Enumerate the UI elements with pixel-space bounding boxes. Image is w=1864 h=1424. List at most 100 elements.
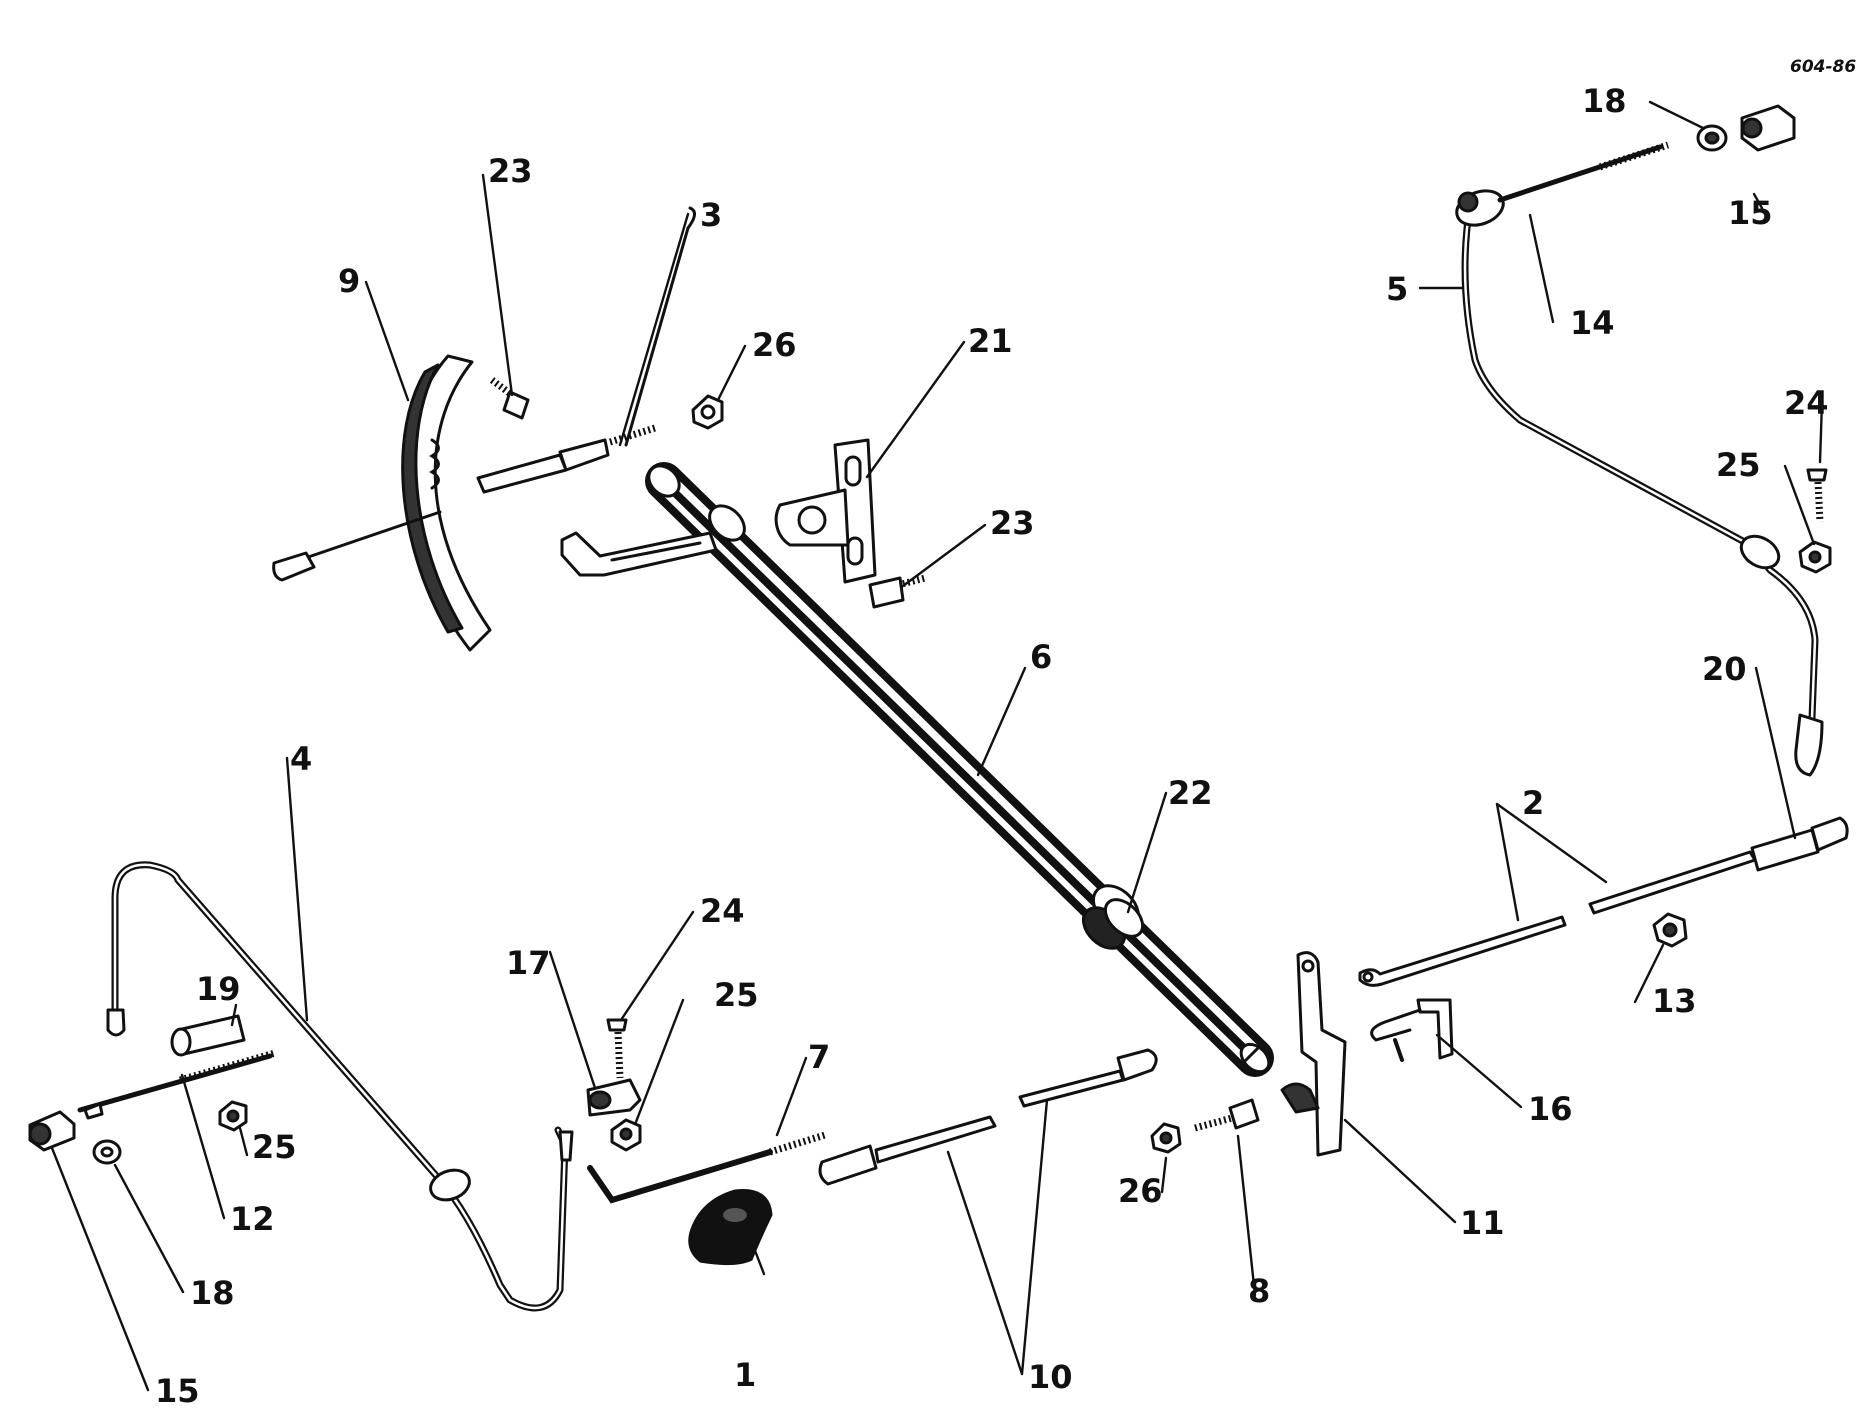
callout-25-center: 25 xyxy=(714,976,759,1014)
leader-26-lower xyxy=(1160,1156,1168,1194)
part-19-clevis xyxy=(170,1014,246,1057)
part-2-rod-upper xyxy=(1588,850,1757,915)
leader-25-left xyxy=(238,1126,249,1157)
leader-lines xyxy=(50,100,1824,1392)
leader-9 xyxy=(364,280,410,402)
callout-26-lower: 26 xyxy=(1118,1172,1163,1210)
shaft-fork-bracket xyxy=(560,531,718,577)
part-12-threaded-rod xyxy=(77,1049,276,1120)
callout-18-lower: 18 xyxy=(190,1274,235,1312)
callout-18-upper: 18 xyxy=(1582,82,1627,120)
part-21-mounting-bracket xyxy=(774,438,877,584)
part-17-clip xyxy=(586,1078,642,1117)
part-13-nut xyxy=(1652,912,1688,948)
callout-19: 19 xyxy=(196,970,241,1008)
leader-17 xyxy=(548,950,597,1090)
callout-9: 9 xyxy=(338,262,360,300)
leader-15-lower xyxy=(50,1146,150,1392)
part-23-screw-right xyxy=(868,574,926,609)
callout-20: 20 xyxy=(1702,650,1747,688)
callout-7: 7 xyxy=(808,1038,830,1076)
part-24-screw-upper xyxy=(1806,468,1828,523)
callout-10: 10 xyxy=(1028,1358,1073,1396)
leader-10 xyxy=(946,1098,1049,1376)
part-8-bolt xyxy=(1194,1098,1260,1132)
leader-4 xyxy=(285,756,309,1022)
part-6-main-shaft xyxy=(645,462,1274,1077)
part-25-nut-center xyxy=(610,1118,642,1152)
part-23-screw-upper xyxy=(489,377,530,420)
leader-6 xyxy=(976,666,1027,777)
leader-14 xyxy=(1528,213,1555,324)
leader-12 xyxy=(180,1073,226,1220)
callout-labels: 1 2 3 4 5 6 7 8 9 10 11 12 13 14 15 15 1… xyxy=(155,82,1829,1410)
leader-24-lower xyxy=(619,910,695,1022)
callout-14: 14 xyxy=(1570,304,1615,342)
part-10-connecting-rod-left xyxy=(818,1115,997,1186)
part-25-nut-upper xyxy=(1798,540,1832,574)
leader-13 xyxy=(1633,943,1665,1004)
leader-19 xyxy=(230,1003,238,1027)
part-26-nut-lower xyxy=(1150,1122,1182,1154)
part-22-shaft-collar xyxy=(1081,884,1145,950)
leader-2 xyxy=(1495,802,1608,922)
callout-12: 12 xyxy=(230,1200,275,1238)
leader-23-upper xyxy=(481,173,514,397)
leader-20 xyxy=(1754,666,1797,840)
callout-11: 11 xyxy=(1460,1204,1505,1242)
leader-25-upper xyxy=(1783,464,1816,546)
leader-7 xyxy=(775,1056,808,1137)
callout-17: 17 xyxy=(506,944,551,982)
part-24-screw-center xyxy=(606,1018,628,1079)
leader-8 xyxy=(1236,1134,1257,1297)
part-14-threaded-rod-upper xyxy=(1497,141,1670,203)
callout-24-lower: 24 xyxy=(700,892,745,930)
leader-15-upper xyxy=(1752,192,1764,210)
callout-3: 3 xyxy=(700,196,722,234)
leader-24-upper xyxy=(1818,400,1824,464)
callout-26-upper: 26 xyxy=(752,326,797,364)
leader-23-lower xyxy=(901,523,987,588)
leader-18-upper xyxy=(1648,100,1705,130)
leader-26-upper xyxy=(716,344,747,402)
callout-22: 22 xyxy=(1168,774,1213,812)
callout-21: 21 xyxy=(968,322,1013,360)
callout-1: 1 xyxy=(734,1356,756,1394)
leader-11 xyxy=(1343,1118,1457,1224)
part-15-ball-joint-left xyxy=(28,1110,76,1152)
part-3-selector-lever xyxy=(272,206,696,582)
callout-25-left: 25 xyxy=(252,1128,297,1166)
callout-24-upper: 24 xyxy=(1784,384,1829,422)
part-18-washer-upper xyxy=(1696,124,1728,152)
callout-25-upper: 25 xyxy=(1716,446,1761,484)
part-25-nut-left xyxy=(218,1100,248,1132)
leader-25-center xyxy=(634,998,685,1124)
callout-15-upper: 15 xyxy=(1728,194,1773,232)
callout-6: 6 xyxy=(1030,638,1052,676)
leader-21 xyxy=(865,340,966,479)
part-20-rod-end-fitting xyxy=(1750,816,1849,872)
callout-15-lower: 15 xyxy=(155,1372,200,1410)
callout-5: 5 xyxy=(1386,270,1408,308)
drawing-code: 604-86 xyxy=(1790,57,1856,77)
part-4-bent-linkage-rod xyxy=(106,861,574,1312)
leader-16 xyxy=(1435,1033,1523,1109)
part-10-connecting-rod-right xyxy=(1018,1048,1158,1108)
part-18-washer-left xyxy=(92,1139,122,1165)
part-7-l-shaped-rod xyxy=(587,1131,827,1204)
leader-18-lower xyxy=(113,1163,185,1294)
part-5-bent-rod-upper-right xyxy=(1455,189,1824,777)
callout-8: 8 xyxy=(1248,1272,1270,1310)
leader-3 xyxy=(618,212,690,447)
leader-1 xyxy=(752,1246,766,1276)
callout-23-lower: 23 xyxy=(990,504,1035,542)
part-2-rod-lower xyxy=(1358,915,1567,987)
callout-16: 16 xyxy=(1528,1090,1573,1128)
part-16-spring-clip xyxy=(1370,998,1454,1062)
callout-23-upper: 23 xyxy=(488,152,533,190)
part-1-shift-knob xyxy=(688,1189,773,1266)
part-9-gear-gate-plate xyxy=(401,354,492,652)
part-11-bent-lever xyxy=(1280,951,1347,1157)
callout-4: 4 xyxy=(290,740,312,778)
callout-2: 2 xyxy=(1522,784,1544,822)
